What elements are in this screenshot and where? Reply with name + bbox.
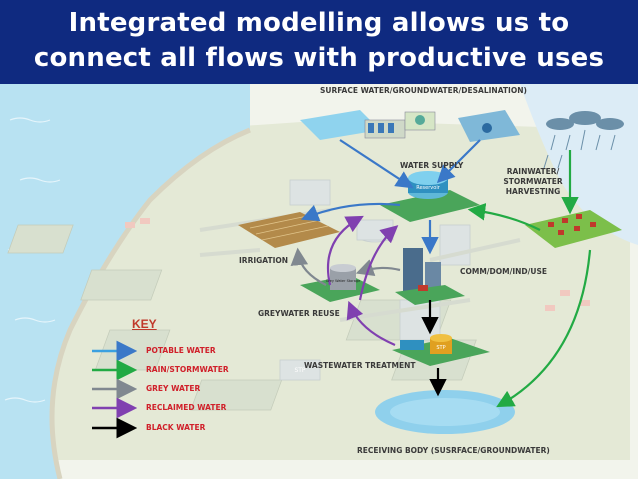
sea <box>0 84 250 479</box>
potable-water-flows <box>300 139 481 255</box>
rainwater-harvesting-farm <box>525 210 622 248</box>
greywater-flows <box>290 247 401 286</box>
key-title: KEY <box>132 317 157 331</box>
reclaimed-water-flows <box>326 215 399 347</box>
commercial-buildings <box>395 248 465 305</box>
irrigation-label: IRRIGATION <box>239 256 289 265</box>
wastewater-treatment-plant <box>392 334 490 366</box>
rainwater-label: RAINWATER/ STORMWATER HARVESTING <box>498 167 568 197</box>
rainwater-label-line3: HARVESTING <box>505 187 561 196</box>
reservoir-label: Reservoir <box>416 185 440 191</box>
rain-drops <box>543 129 616 169</box>
houses <box>125 218 590 311</box>
stp2-label: STP <box>294 367 305 374</box>
diagram-illustration: Reservoir STP STP Grey Water Storage <box>0 84 638 480</box>
key-label-reclaimed: RECLAIMED WATER <box>146 403 227 412</box>
groundwater-well <box>458 110 520 142</box>
rainwater-label-line2: STORMWATER <box>503 177 563 186</box>
water-cycle-diagram: Reservoir STP STP Grey Water Storage <box>0 84 638 480</box>
comm-dom-label: COMM/DOM/IND/USE <box>460 267 547 276</box>
key-label-potable: POTABLE WATER <box>146 346 216 355</box>
receiving-body-label: RECEIVING BODY (SUSRFACE/GROUNDWATER) <box>357 446 550 455</box>
greywater-reuse-label: GREYWATER REUSE <box>258 309 340 318</box>
pale-buildings <box>279 179 471 381</box>
rainwater-label-line1: RAINWATER/ <box>506 167 560 176</box>
stp-label: STP <box>436 345 445 351</box>
grey-water-storage-label: Grey Water Storage <box>326 279 361 283</box>
coastline <box>49 127 251 480</box>
black-water-flows <box>421 300 447 397</box>
surface-water-label: SURFACE WATER/GROUNDWATER/DESALINATION) <box>320 86 527 95</box>
rain-clouds <box>546 111 624 130</box>
title-line-2: connect all flows with productive uses <box>33 43 605 73</box>
key-label-grey: GREY WATER <box>146 384 201 393</box>
desalination-plant <box>300 110 436 140</box>
water-supply-label: WATER SUPPLY <box>400 161 464 170</box>
sea-waves <box>4 117 61 403</box>
rainwater-flows <box>467 150 592 408</box>
key-label-rain: RAIN/STORMWATER <box>146 365 229 374</box>
title-bar: Integrated modelling allows us to connec… <box>0 0 638 84</box>
key-arrows <box>92 340 138 439</box>
wastewater-treatment-label: WASTEWATER TREATMENT <box>304 361 416 370</box>
key-label-black: BLACK WATER <box>146 423 206 432</box>
title-line-1: Integrated modelling allows us to <box>68 8 570 38</box>
